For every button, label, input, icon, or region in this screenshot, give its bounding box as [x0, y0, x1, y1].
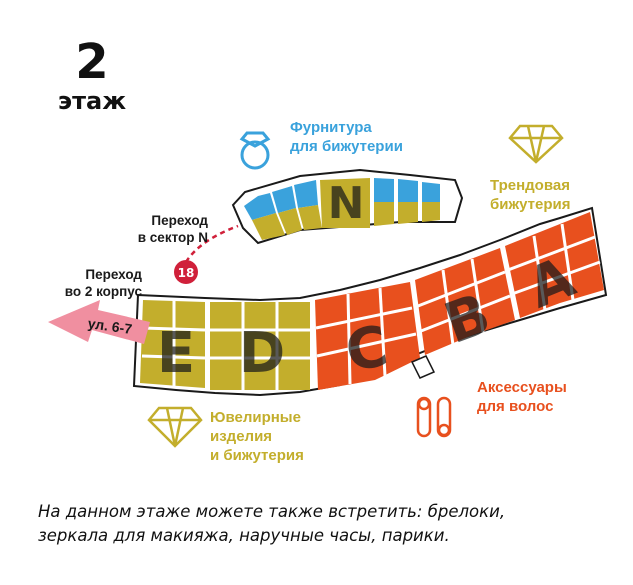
zone-letter-e: E [157, 321, 195, 386]
sector-e[interactable]: E [140, 300, 206, 388]
transition-badge-label: 18 [178, 266, 195, 280]
footer-note: На данном этаже можете также встретить: … [38, 502, 506, 545]
transition-badge[interactable] [174, 260, 198, 284]
label-furniture: Фурнитура для бижутерии [290, 119, 403, 155]
sector-b[interactable]: B [415, 248, 515, 357]
label-transition-2: Переход во 2 корпус [64, 267, 142, 299]
sector-d[interactable]: D [210, 302, 310, 390]
floor-word: этаж [57, 87, 127, 115]
ring-icon [239, 131, 271, 170]
zone-letter-d: D [239, 321, 285, 386]
zone-letter-n: N [328, 178, 365, 229]
label-trend: Трендовая бижутерия [490, 177, 571, 213]
label-accessories: Аксессуары для волос [477, 379, 567, 415]
exit-arrow[interactable]: ул. 6-7 [48, 300, 150, 344]
label-transition-n: Переход в сектор N [137, 213, 208, 245]
sector-n[interactable]: N [231, 168, 464, 245]
hairclip-icon [416, 396, 452, 438]
exit-arrow-label: ул. 6-7 [87, 315, 134, 337]
entrance-notch [410, 355, 436, 379]
transition-path [184, 224, 239, 263]
sector-a[interactable]: A [505, 212, 604, 321]
label-jewelry: Ювелирные изделия и бижутерия [210, 409, 304, 464]
floor-number: 2 [75, 34, 109, 90]
diamond-icon [508, 124, 564, 164]
diamond-icon [147, 406, 203, 448]
sector-c[interactable]: C [315, 282, 420, 390]
